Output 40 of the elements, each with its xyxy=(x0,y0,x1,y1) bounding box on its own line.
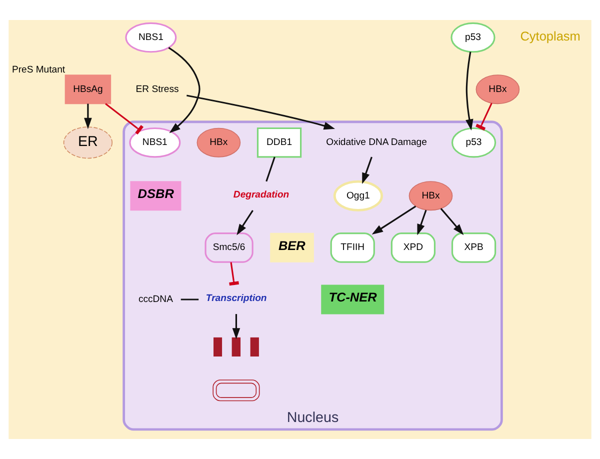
node-text: ER Stress xyxy=(136,84,179,95)
node-box: XPB xyxy=(451,232,496,263)
connector xyxy=(229,262,239,286)
node-ellipse: NBS1 xyxy=(125,22,177,53)
node-text: cccDNA xyxy=(138,294,173,305)
node-box: XPD xyxy=(390,232,436,263)
node-text: Transcription xyxy=(206,293,267,304)
arrow xyxy=(236,210,254,236)
node-ellipse: Ogg1 xyxy=(333,180,383,212)
node-box: TC-NER xyxy=(321,284,384,314)
arrow xyxy=(372,206,416,235)
node-box: DSBR xyxy=(130,181,182,211)
node-ellipse: p53 xyxy=(451,127,496,158)
node-ellipse: p53 xyxy=(450,22,496,53)
connector xyxy=(105,103,144,135)
arrow xyxy=(232,314,240,340)
connector xyxy=(266,156,276,182)
arrow xyxy=(168,47,200,134)
connector xyxy=(180,298,199,300)
arrow xyxy=(362,156,372,184)
node-label: PreS Mutant xyxy=(12,64,66,76)
node-ellipse: HBx xyxy=(196,128,241,158)
connector xyxy=(476,102,492,131)
arrow xyxy=(417,210,427,236)
node-box: HBsAg xyxy=(64,74,112,104)
node-box: BER xyxy=(270,232,314,262)
arrow xyxy=(186,94,336,130)
node-text: Oxidative DNA Damage xyxy=(326,137,427,148)
node-ellipse: HBx xyxy=(476,74,520,104)
arrow xyxy=(440,208,464,236)
arrow xyxy=(466,52,474,130)
node-ellipse: HBx xyxy=(408,181,453,211)
node-picture xyxy=(212,380,260,402)
node-box: TFIIH xyxy=(330,232,375,263)
node-ellipse: ER xyxy=(63,126,112,159)
arrow xyxy=(84,104,92,130)
node-text: Degradation xyxy=(233,190,290,201)
node-box: Smc5/6 xyxy=(204,232,254,263)
label: Cytoplasm xyxy=(520,28,580,44)
node-box: DDB1 xyxy=(256,127,302,158)
